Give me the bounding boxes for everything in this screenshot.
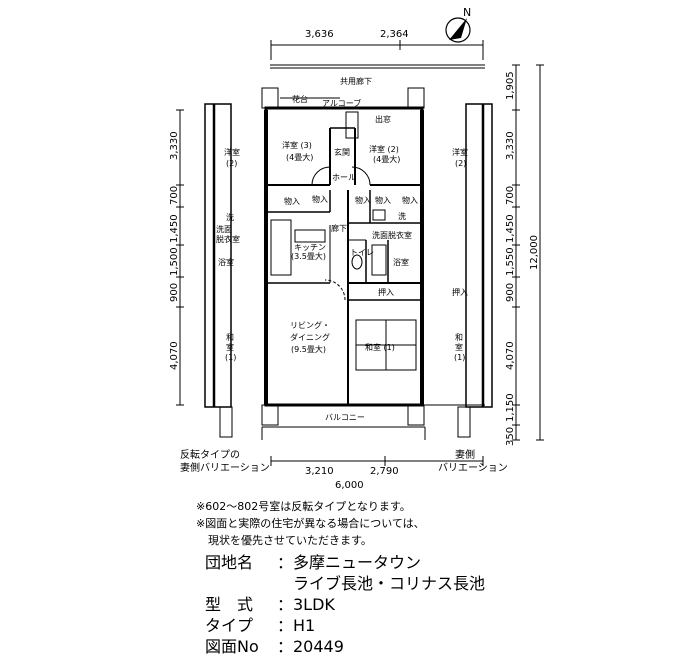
label-alcove: アルコーブ (322, 98, 361, 108)
side-left-caption-2: 妻側バリエーション (180, 461, 270, 474)
estate-row-2: ライブ長池・コリナス長池 (205, 573, 485, 594)
label-living-2: ダイニング (290, 332, 330, 342)
dim-right-3: 700 (505, 186, 516, 205)
drawing-row: 図面No ： 20449 (205, 636, 485, 657)
label-washroom: 洗面脱衣室 (372, 230, 412, 240)
dim-left-5: 900 (169, 283, 180, 302)
property-info: 団地名 ： 多摩ニュータウン ライブ長池・コリナス長池 型 式 ： 3LDK タ… (205, 552, 485, 657)
side-left-caption-1: 反転タイプの (180, 449, 240, 461)
side-left-washroom-1: 洗面 (216, 224, 232, 234)
label-bay-window: 出窓 (375, 114, 391, 124)
dim-left-6: 4,070 (169, 341, 180, 370)
label-toilet: トイレ (350, 248, 374, 257)
dim-right-2: 3,330 (505, 131, 516, 160)
compass-label: N (463, 6, 471, 19)
separator: ： (277, 616, 294, 635)
dim-bottom-2: 2,790 (370, 466, 399, 477)
dim-left-3: 1,450 (169, 214, 180, 243)
dim-right-6: 900 (505, 283, 516, 302)
label-living-1: リビング・ (290, 320, 330, 330)
dim-right-9: 350 (505, 427, 516, 446)
side-right-japanese-3: (1) (454, 353, 465, 362)
note-2: ※図面と実際の住宅が異なる場合については、 (196, 517, 425, 530)
side-right-japanese-1: 和 (455, 333, 463, 342)
dim-left-4: 1,500 (169, 247, 180, 276)
side-right-caption-1: 妻側 (455, 448, 475, 461)
label-storage-4: 物入 (375, 195, 391, 205)
side-right-japanese-2: 室 (455, 342, 463, 352)
label-planter: 花台 (292, 94, 308, 104)
label-wash: 洗 (398, 211, 406, 221)
label-hallway: 廊下 (331, 223, 347, 233)
label-corridor: 共用廊下 (340, 76, 372, 86)
dim-right-8: 1,150 (505, 393, 516, 422)
label-closet: 押入 (378, 287, 394, 297)
dim-bottom-total: 6,000 (335, 480, 364, 491)
drawing-value: 20449 (293, 637, 344, 656)
side-right-closet: 押入 (452, 287, 468, 297)
dim-right-7: 4,070 (505, 341, 516, 370)
label-kitchen-name: キッチン (294, 243, 326, 252)
dim-right-4: 1,450 (505, 214, 516, 243)
dim-bottom-1: 3,210 (305, 466, 334, 477)
side-left-bath: 浴室 (218, 257, 234, 267)
label-hall: ホール (332, 173, 356, 182)
label-bath: 浴室 (393, 257, 409, 267)
estate-label: 団地名 (205, 553, 254, 572)
label-balcony: バルコニー (325, 413, 365, 422)
dim-top-1: 3,636 (305, 29, 334, 40)
estate-row: 団地名 ： 多摩ニュータウン (205, 552, 485, 573)
type-value: 3LDK (293, 595, 335, 614)
notes: ※602～802号室は反転タイプとなります。 ※図面と実際の住宅が異なる場合につ… (196, 498, 425, 549)
subtype-row: タイプ ： H1 (205, 615, 485, 636)
side-right-caption-2: バリエーション (438, 462, 508, 474)
dim-right-1: 1,905 (505, 71, 516, 100)
label-western2-size: (4畳大) (373, 154, 400, 164)
separator: ： (277, 553, 294, 572)
dim-top-2: 2,364 (380, 29, 409, 40)
label-living-3: (9.5畳大) (291, 344, 326, 354)
estate-value-1: 多摩ニュータウン (293, 553, 422, 572)
floor-plan: N 3,636 2,364 3,210 2,790 6,000 3,330 70… (169, 6, 544, 491)
side-left-japanese-1: 和 (226, 333, 234, 342)
subtype-label: タイプ (205, 616, 254, 635)
label-storage-3: 物入 (355, 195, 371, 205)
side-left-western2-2: (2) (226, 159, 237, 168)
side-left-washroom-2: 脱衣室 (216, 234, 240, 244)
label-japanese: 和室 (1) (365, 342, 395, 352)
side-right-western2-2: (2) (455, 159, 466, 168)
type-row: 型 式 ： 3LDK (205, 594, 485, 615)
dim-left-2: 700 (169, 186, 180, 205)
estate-value-2: ライブ長池・コリナス長池 (293, 574, 486, 593)
label-western3-size: (4畳大) (286, 152, 313, 162)
side-left-japanese-3: (1) (225, 353, 236, 362)
dim-right-5: 1,550 (505, 247, 516, 276)
label-kitchen-size: (3.5畳大) (291, 251, 326, 261)
dim-left-1: 3,330 (169, 131, 180, 160)
dim-right-total: 12,000 (529, 235, 540, 270)
side-left-wash: 洗 (226, 212, 234, 222)
note-1: ※602～802号室は反転タイプとなります。 (196, 500, 411, 513)
label-storage-5: 物入 (402, 195, 418, 205)
side-left-western2-1: 洋室 (224, 147, 240, 157)
label-western2-name: 洋室 (2) (369, 144, 399, 154)
separator: ： (277, 595, 294, 614)
note-3: 現状を優先させていただきます。 (208, 534, 372, 547)
drawing-label: 図面No (205, 637, 259, 656)
side-right-western2-1: 洋室 (452, 147, 468, 157)
label-entrance: 玄関 (334, 147, 350, 157)
label-western3-name: 洋室 (3) (282, 140, 312, 150)
label-storage-2: 物入 (312, 194, 328, 204)
type-label: 型 式 (205, 595, 254, 614)
side-left-japanese-2: 室 (226, 342, 234, 352)
label-storage-1: 物入 (284, 196, 300, 206)
separator: ： (277, 637, 294, 656)
subtype-value: H1 (293, 616, 316, 635)
north-arrow-icon: N (445, 6, 471, 43)
